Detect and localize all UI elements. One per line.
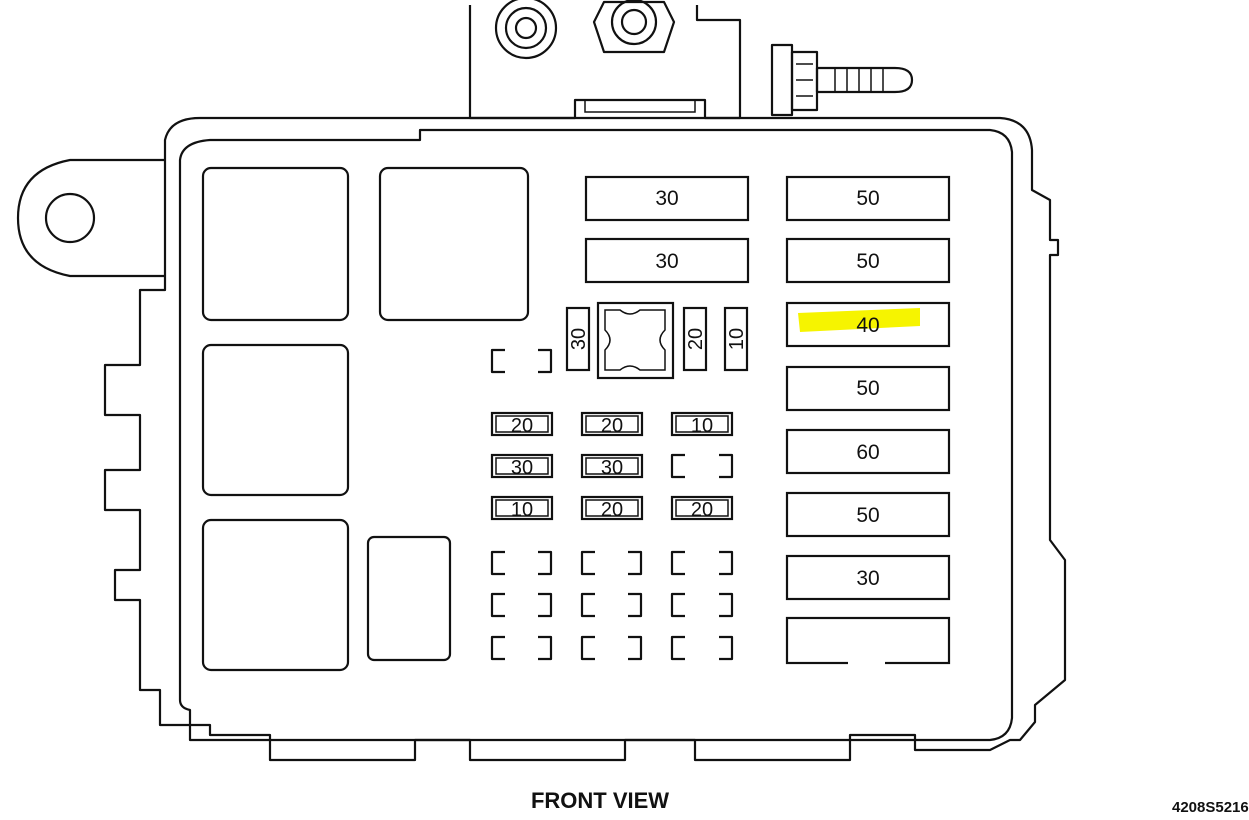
mini-fuse: 20 xyxy=(580,495,644,521)
relay-small xyxy=(366,535,452,662)
fuse-rating: 50 xyxy=(856,377,879,400)
view-caption: FRONT VIEW xyxy=(531,788,669,813)
fuse-rating: 20 xyxy=(511,415,533,437)
vertical-fuse: 20 xyxy=(682,306,708,372)
maxi-fuse: 50 xyxy=(785,365,951,412)
vertical-fuse: 10 xyxy=(723,306,749,372)
mini-fuse-grid: 20 20 10 30 30 10 xyxy=(490,411,734,521)
fuse-rating: 10 xyxy=(726,328,748,350)
fuse-rating: 60 xyxy=(856,441,879,464)
mini-fuse: 10 xyxy=(670,411,734,437)
relay-middle-left xyxy=(201,343,350,497)
vertical-fuse: 30 xyxy=(565,306,591,372)
mini-fuse: 10 xyxy=(490,495,554,521)
fuse-rating: 10 xyxy=(691,415,713,437)
maxi-fuse-highlighted: 40 xyxy=(785,301,951,348)
stud-connector-icon xyxy=(770,43,914,117)
mini-fuse: 20 xyxy=(490,411,554,437)
maxi-fuse-column-right: 50 50 40 50 60 50 30 xyxy=(785,175,951,665)
mini-fuse: 30 xyxy=(580,453,644,479)
maxi-fuse-column-left: 30 30 xyxy=(584,175,750,284)
fuse-rating: 50 xyxy=(856,187,879,210)
fuse-rating: 30 xyxy=(511,457,533,479)
relay-cavities xyxy=(201,166,530,672)
mini-fuse: 20 xyxy=(580,411,644,437)
fuse-rating: 50 xyxy=(856,250,879,273)
fuse-rating: 30 xyxy=(655,250,678,273)
bolt-left-icon xyxy=(494,0,558,60)
mini-fuse: 30 xyxy=(490,453,554,479)
mini-fuse: 20 xyxy=(670,495,734,521)
maxi-fuse: 30 xyxy=(584,237,750,284)
maxi-fuse: 50 xyxy=(785,237,951,284)
mounting-bracket xyxy=(468,5,742,120)
fuse-rating: 30 xyxy=(601,457,623,479)
fuse-rating: 20 xyxy=(601,415,623,437)
relay-top-center xyxy=(378,166,530,322)
relay-bottom-left xyxy=(201,518,350,672)
maxi-fuse: 50 xyxy=(785,491,951,538)
fuse-rating: 50 xyxy=(856,504,879,527)
maxi-fuse: 30 xyxy=(584,175,750,222)
maxi-fuse-slot-empty xyxy=(785,616,951,665)
fuse-rating: 30 xyxy=(568,328,590,350)
fuse-rating: 20 xyxy=(685,328,707,350)
empty-fuse-slot xyxy=(670,453,734,479)
fuse-rating: 10 xyxy=(511,499,533,521)
highlight-mark xyxy=(798,308,920,332)
maxi-fuse: 50 xyxy=(785,175,951,222)
relay-top-left xyxy=(201,166,350,322)
fuse-rating: 20 xyxy=(691,499,713,521)
fuse-rating: 40 xyxy=(856,314,879,337)
fuse-rating: 30 xyxy=(856,567,879,590)
empty-fuse-slot xyxy=(490,348,553,374)
fuse-box-housing xyxy=(103,116,1067,762)
maxi-fuse: 30 xyxy=(785,554,951,601)
maxi-fuse: 60 xyxy=(785,428,951,475)
mounting-ear xyxy=(16,158,165,278)
empty-fuse-slots xyxy=(490,550,734,661)
figure-code: 4208S5216 xyxy=(1172,799,1249,816)
nut-right-icon xyxy=(592,0,676,54)
center-module xyxy=(596,301,675,380)
fuse-rating: 20 xyxy=(601,499,623,521)
fuse-rating: 30 xyxy=(655,187,678,210)
